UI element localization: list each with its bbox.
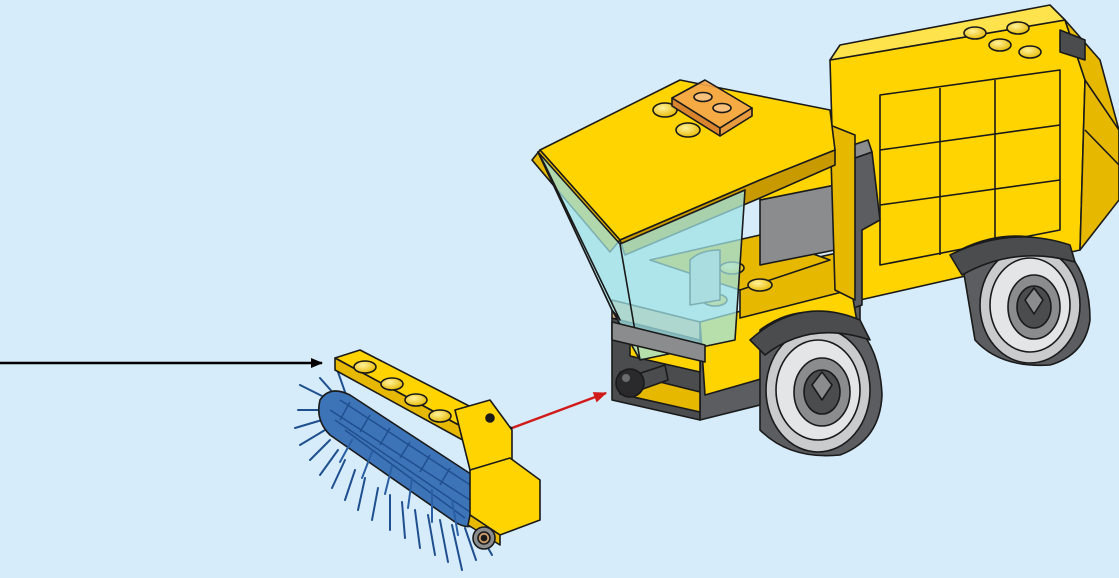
street-sweeper-truck [532, 5, 1119, 456]
axle-end [473, 527, 495, 549]
attach-arrow-icon [512, 393, 606, 428]
sweeper-brush-assembly [295, 350, 540, 570]
